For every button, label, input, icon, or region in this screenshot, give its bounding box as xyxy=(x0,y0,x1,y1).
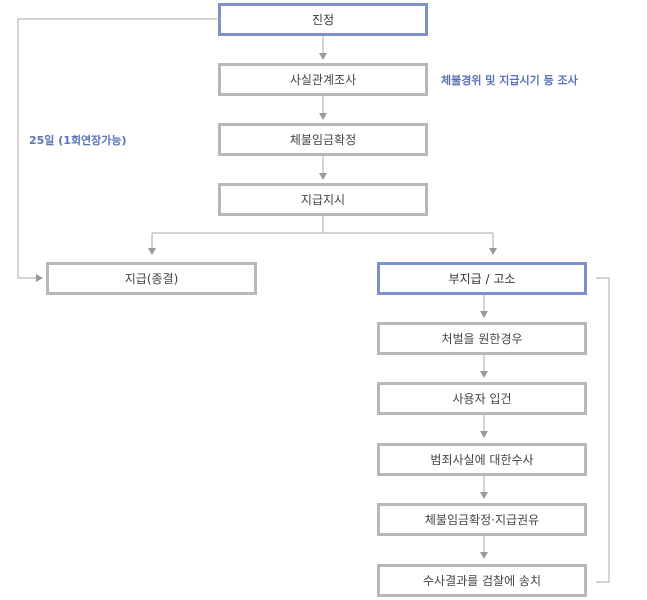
note-period: 25일 (1회연장가능) xyxy=(29,134,127,147)
arrowhead xyxy=(36,274,43,282)
step-payment-order: 지급지시 xyxy=(218,183,428,216)
step-punishment-wanted: 처벌을 원한경우 xyxy=(377,322,587,355)
note-investigation: 체불경위 및 지급시기 등 조사 xyxy=(441,74,578,87)
step-prosecution-referral: 수사결과를 검찰에 송치 xyxy=(377,564,587,597)
arrowhead xyxy=(480,492,488,499)
arrowhead xyxy=(480,431,488,438)
step-fact-investigation: 사실관계조사 xyxy=(218,63,428,96)
step-payment-closed: 지급(종결) xyxy=(46,262,257,295)
arrowhead xyxy=(319,173,327,180)
arrowhead xyxy=(319,53,327,60)
bypass-line xyxy=(17,18,217,279)
step-wage-recommendation: 체불임금확정·지급권유 xyxy=(377,503,587,536)
arrowhead xyxy=(480,552,488,559)
step-wage-confirmation: 체불임금확정 xyxy=(218,123,428,156)
step-petition: 진정 xyxy=(218,3,428,36)
arrowhead xyxy=(148,248,156,255)
bracket-line xyxy=(596,277,610,583)
arrowhead xyxy=(480,311,488,318)
arrowhead xyxy=(319,113,327,120)
step-crime-investigation: 범죄사실에 대한수사 xyxy=(377,443,587,476)
arrowhead xyxy=(480,371,488,378)
step-employer-booked: 사용자 입건 xyxy=(377,382,587,415)
arrowhead xyxy=(489,248,497,255)
step-nonpayment-complaint: 부지급 / 고소 xyxy=(377,262,587,295)
